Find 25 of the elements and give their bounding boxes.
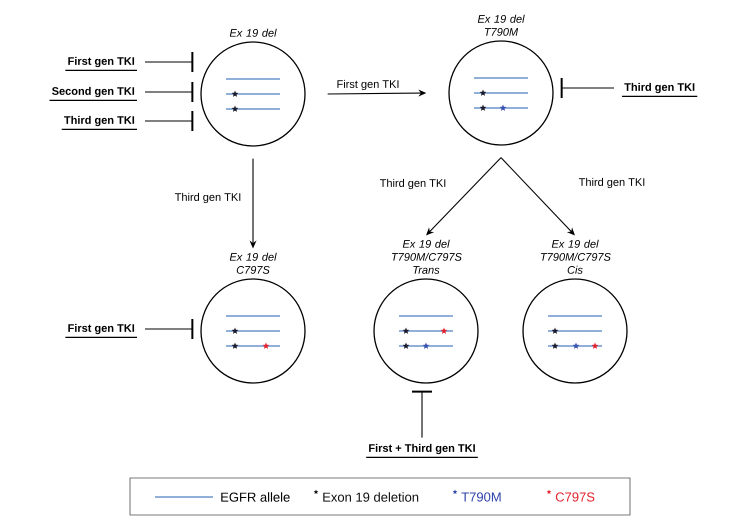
drug-label: First + Third gen TKI bbox=[366, 444, 478, 458]
inhibition-line bbox=[145, 52, 194, 72]
drug-label: Third gen TKI bbox=[62, 116, 137, 130]
inhibition-line bbox=[412, 390, 432, 438]
drug-label: Second gen TKI bbox=[50, 86, 137, 101]
inhibition-line bbox=[145, 319, 194, 339]
genotype-label: Ex 19 del C797S bbox=[230, 252, 277, 274]
edge-label: Third gen TKI bbox=[578, 178, 644, 188]
genotype-label: Ex 19 del T790M/C797S Trans bbox=[392, 240, 462, 274]
genotype-label: Ex 19 del T790M/C797S Cis bbox=[541, 240, 611, 274]
drug-label: First gen TKI bbox=[65, 324, 137, 338]
legend-text: C797S bbox=[556, 492, 594, 502]
drug-label: First gen TKI bbox=[65, 56, 137, 71]
legend-text: T790M bbox=[462, 492, 501, 502]
edge-label: Third gen TKI bbox=[380, 178, 446, 190]
edge-label: First gen TKI bbox=[337, 80, 398, 90]
legend-text: EGFR allele bbox=[221, 492, 290, 502]
inhibition-line bbox=[560, 78, 614, 98]
genotype-label: Ex 19 del bbox=[230, 28, 277, 37]
inhibition-line bbox=[145, 82, 194, 102]
genotype-label: Ex 19 del T790M bbox=[478, 14, 525, 36]
inhibition-line bbox=[145, 111, 194, 131]
legend-text: Exon 19 deletion bbox=[323, 492, 418, 502]
drug-label: Third gen TKI bbox=[622, 82, 698, 97]
edge-label: Third gen TKI bbox=[174, 192, 240, 204]
